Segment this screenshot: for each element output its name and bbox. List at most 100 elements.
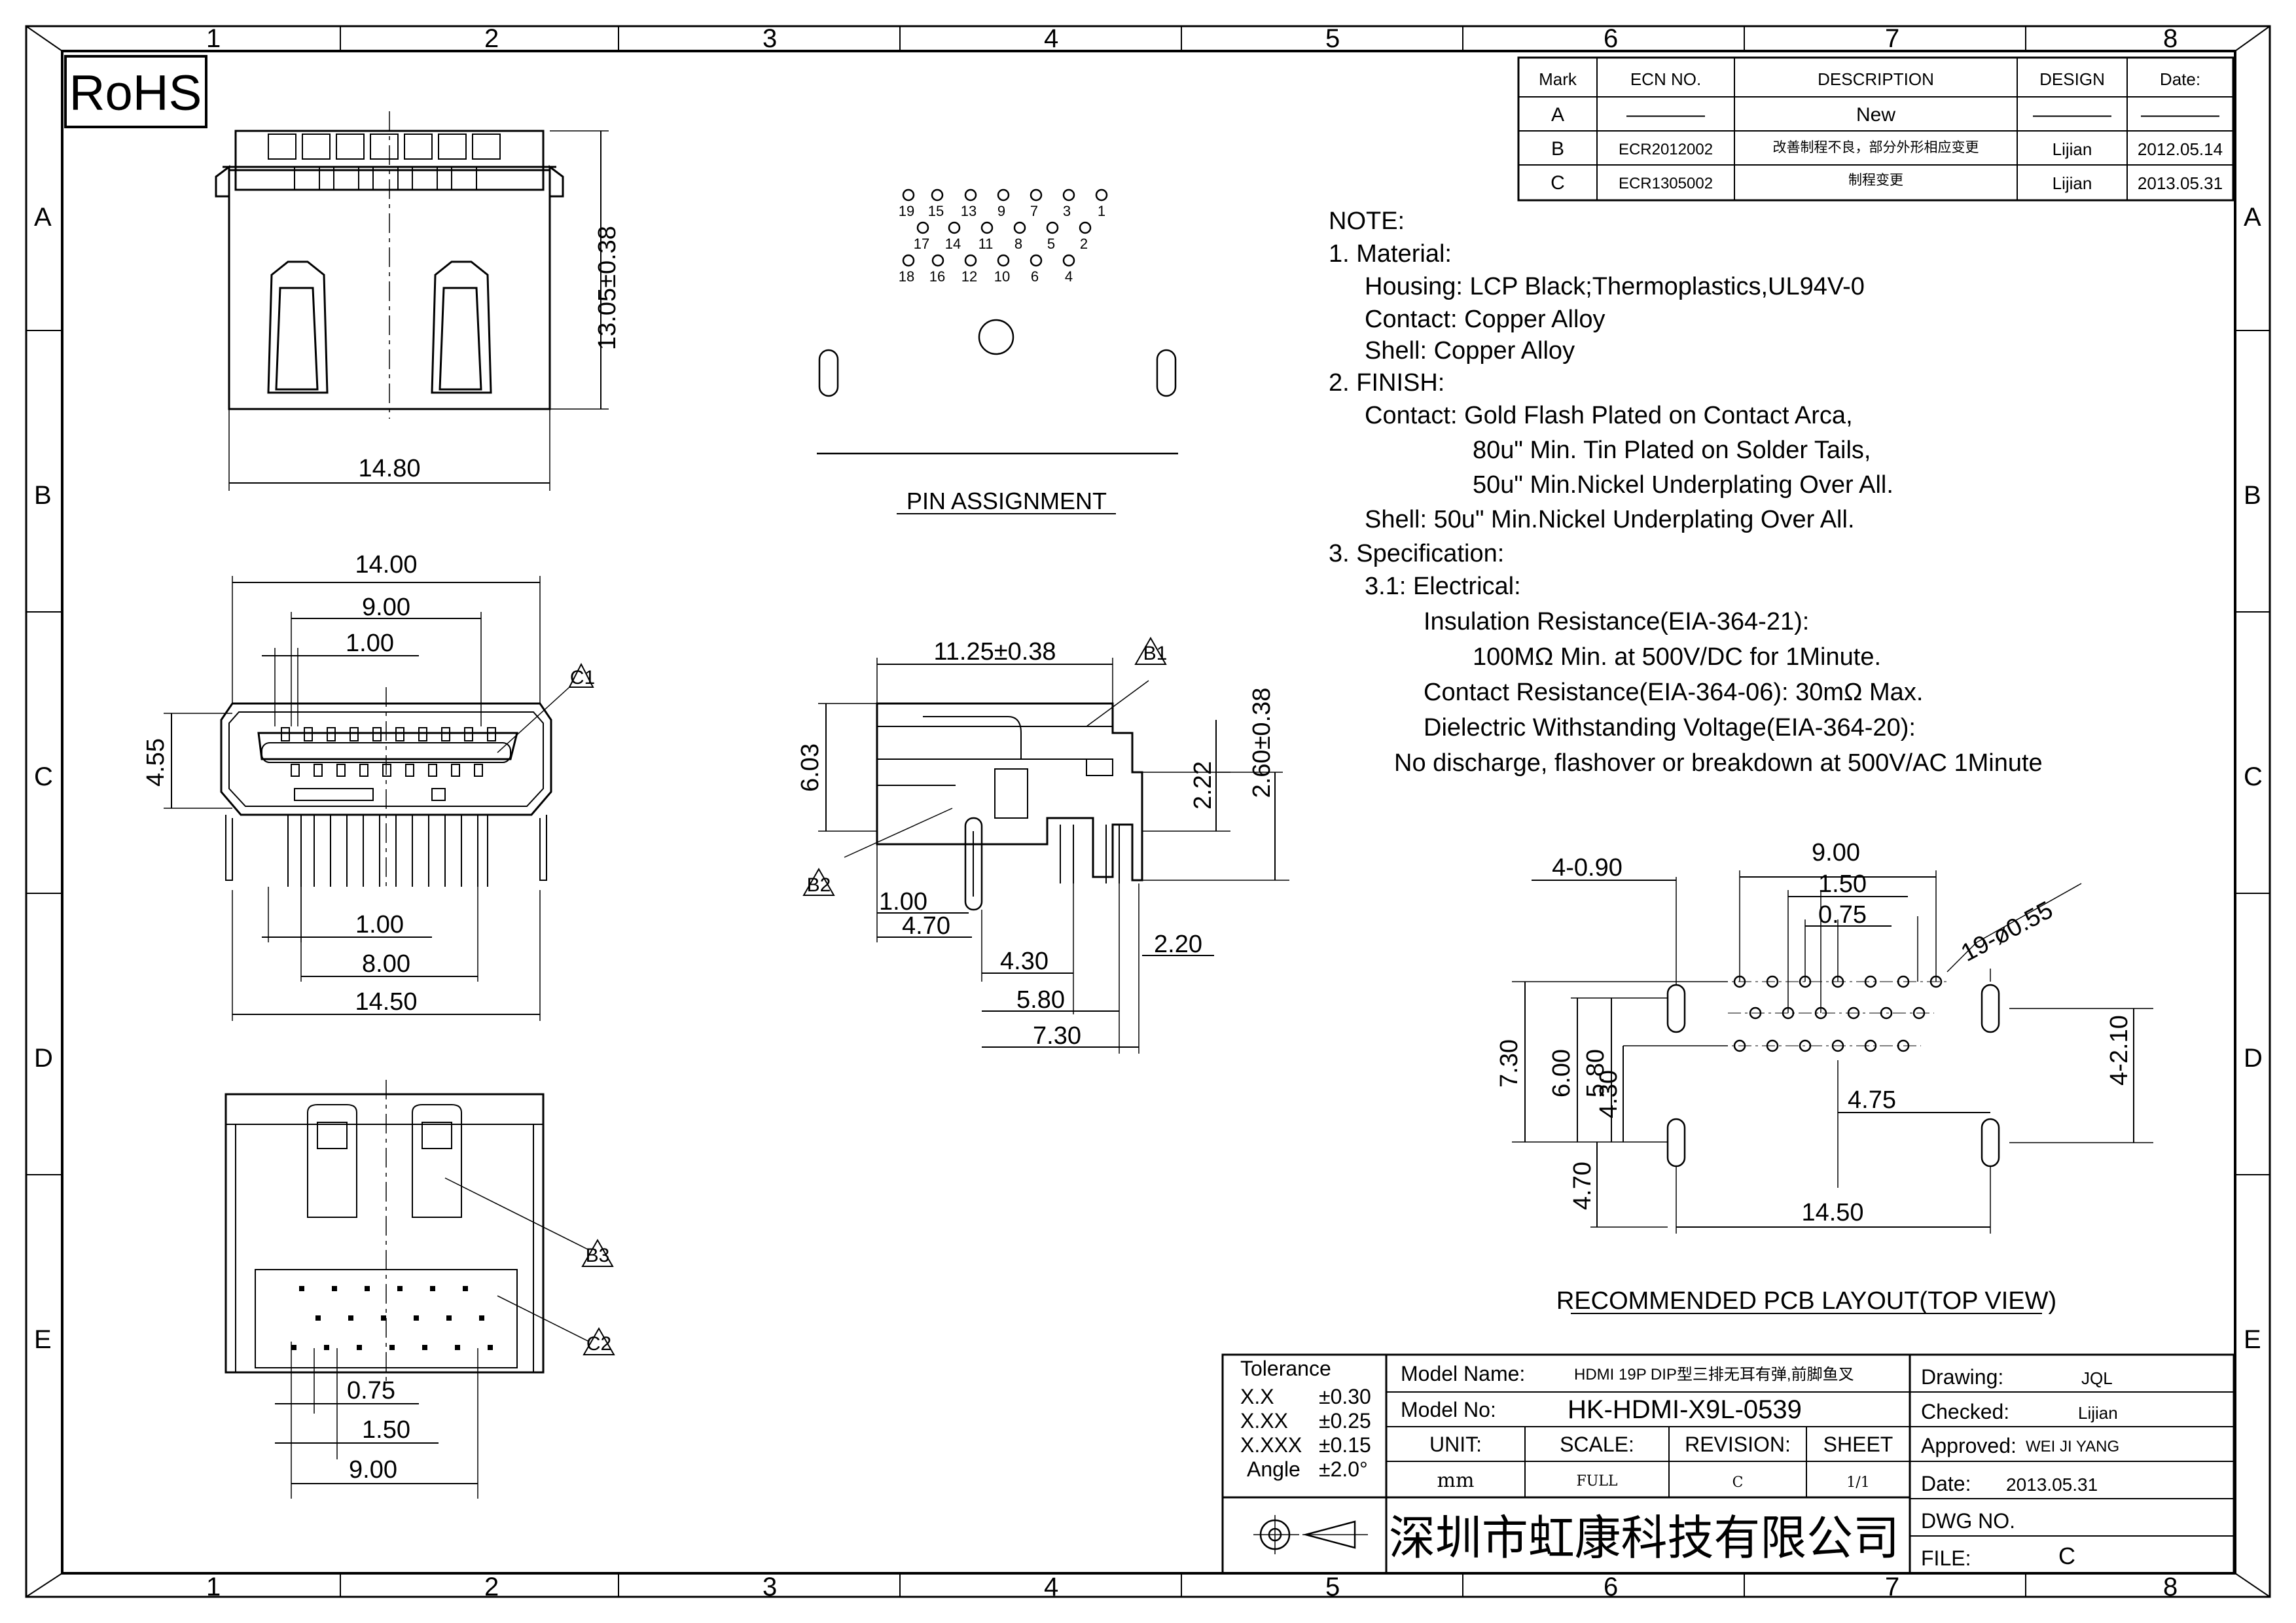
col-label: 7: [1885, 1573, 1899, 1601]
model-name: HDMI 19P DIP型三排无耳有弹,前脚鱼叉: [1574, 1366, 1854, 1383]
scale-value: FULL: [1576, 1473, 1617, 1489]
rev-header: DESCRIPTION: [1818, 69, 1934, 89]
tol-key: Angle: [1247, 1457, 1300, 1481]
dim-bottom-900: 9.00: [349, 1456, 397, 1484]
rev-cell: 2012.05.14: [2138, 139, 2223, 159]
callout-c1: C1: [570, 667, 595, 688]
dim-side-1125: 11.25±0.38: [933, 638, 1056, 666]
row-label: D: [2244, 1044, 2263, 1073]
dim-pcb-9: 9.00: [1812, 839, 1860, 866]
pcb-layout: [1512, 870, 2153, 1234]
dim-pcb-075: 0.75: [1818, 901, 1867, 929]
dim-side-260: 2.60±0.38: [1248, 688, 1276, 798]
dim-side-222: 2.22: [1189, 761, 1217, 810]
row-label: A: [2244, 203, 2261, 232]
note-line: 80u" Min. Tin Plated on Solder Tails,: [1473, 437, 1871, 464]
inner-border: [61, 50, 2236, 1575]
dim-pcb-slots: 4-2.10: [2106, 1015, 2133, 1086]
dim-side-603: 6.03: [797, 743, 824, 792]
col-label: 4: [1044, 1573, 1058, 1601]
col-label: 5: [1325, 1573, 1340, 1601]
rev-cell: B: [1551, 138, 1564, 160]
tol-key: X.XXX: [1240, 1433, 1302, 1457]
row-label: E: [34, 1325, 52, 1354]
note-line: 50u" Min.Nickel Underplating Over All.: [1473, 471, 1893, 499]
rev-cell: New: [1856, 104, 1895, 126]
drawing-value: JQL: [2081, 1368, 2113, 1388]
pin-assignment: 19 15 13 9 7 3 1 17 14 11 8 5 2 18 16 12…: [817, 188, 1178, 514]
checked-value: Lijian: [2078, 1403, 2118, 1423]
callout-b1: B1: [1143, 643, 1168, 664]
rev-header: Date:: [2160, 69, 2200, 89]
callout-c2: C2: [586, 1333, 611, 1355]
col-label: 8: [2163, 24, 2178, 53]
row-label: D: [34, 1044, 53, 1073]
callout-b3: B3: [586, 1245, 610, 1266]
dim-pcb-pins: 19-ø0.55: [1957, 896, 2058, 967]
pin-num: 12: [961, 268, 977, 285]
dim-pcb-475: 4.75: [1848, 1086, 1896, 1114]
tol-val: ±0.25: [1319, 1409, 1371, 1433]
rev-cell: ————: [2033, 104, 2111, 126]
pin-assignment-title: PIN ASSIGNMENT: [906, 488, 1107, 514]
row-label: C: [34, 762, 53, 791]
row-label: B: [2244, 481, 2261, 510]
pin-num: 3: [1063, 203, 1071, 219]
rev-header: ECN NO.: [1630, 69, 1701, 89]
file-label: FILE:: [1921, 1546, 1971, 1570]
dim-bottom-075: 0.75: [347, 1377, 395, 1404]
rev-cell: 2013.05.31: [2138, 173, 2223, 193]
date-value: 2013.05.31: [2006, 1474, 2098, 1495]
note-line: 3. Specification:: [1329, 540, 1504, 567]
dim-top-width: 14.80: [358, 455, 420, 482]
scale-label: SCALE:: [1560, 1433, 1634, 1456]
revision-label: REVISION:: [1685, 1433, 1791, 1456]
rev-header: Mark: [1539, 69, 1577, 89]
col-label: 2: [484, 1573, 499, 1601]
rohs-label: RoHS: [69, 65, 202, 121]
revision-table: Mark ECN NO. DESCRIPTION DESIGN Date: A …: [1517, 56, 2234, 202]
col-label: 3: [762, 24, 777, 53]
dim-pcb-60: 6.00: [1548, 1049, 1575, 1097]
pin-num: 14: [945, 236, 961, 252]
rev-cell: ————: [2141, 104, 2219, 126]
dim-bottom-150: 1.50: [362, 1416, 410, 1444]
col-label: 6: [1604, 1573, 1618, 1601]
rev-cell: 制程变更: [1848, 173, 1903, 188]
rev-cell: ECR2012002: [1619, 141, 1713, 158]
dim-pcb-47: 4.70: [1569, 1162, 1596, 1210]
note-line: Dielectric Withstanding Voltage(EIA-364-…: [1424, 714, 1916, 741]
dim-front-455: 4.55: [142, 738, 170, 787]
rev-cell: Lijian: [2053, 139, 2092, 159]
dim-pcb-43: 4.30: [1595, 1070, 1623, 1118]
notes: NOTE: 1. Material: Housing: LCP Black;Th…: [1329, 207, 2043, 777]
dwg-no-label: DWG NO.: [1921, 1509, 2015, 1533]
date-label: Date:: [1921, 1472, 1971, 1495]
note-line: Contact Resistance(EIA-364-06): 30mΩ Max…: [1424, 679, 1923, 706]
dim-pcb-145: 14.50: [1801, 1199, 1863, 1226]
dim-front-14: 14.00: [355, 551, 417, 579]
rev-cell: ECR1305002: [1619, 175, 1713, 192]
row-label: C: [2244, 762, 2263, 791]
grid-ticks: [26, 26, 2270, 1597]
col-label: 5: [1325, 24, 1340, 53]
model-no-label: Model No:: [1401, 1398, 1496, 1421]
pin-num: 1: [1098, 203, 1105, 219]
note-line: Insulation Resistance(EIA-364-21):: [1424, 608, 1809, 635]
tol-key: X.XX: [1240, 1409, 1288, 1433]
pin-num: 19: [899, 203, 914, 219]
dim-front-1: 1.00: [346, 630, 394, 657]
note-line: Contact: Gold Flash Plated on Contact Ar…: [1365, 402, 1853, 429]
pin-num: 16: [929, 268, 945, 285]
row-label: E: [2244, 1325, 2261, 1354]
tol-val: ±0.15: [1319, 1433, 1371, 1457]
bottom-view: [224, 1080, 615, 1499]
note-line: No discharge, flashover or breakdown at …: [1394, 749, 2043, 777]
checked-label: Checked:: [1921, 1400, 2009, 1423]
col-label: 3: [762, 1573, 777, 1601]
model-name-label: Model Name:: [1401, 1362, 1525, 1385]
dim-side-22: 2.20: [1154, 931, 1202, 958]
note-line: 3.1: Electrical:: [1365, 573, 1521, 600]
file-value: C: [2058, 1543, 2075, 1569]
